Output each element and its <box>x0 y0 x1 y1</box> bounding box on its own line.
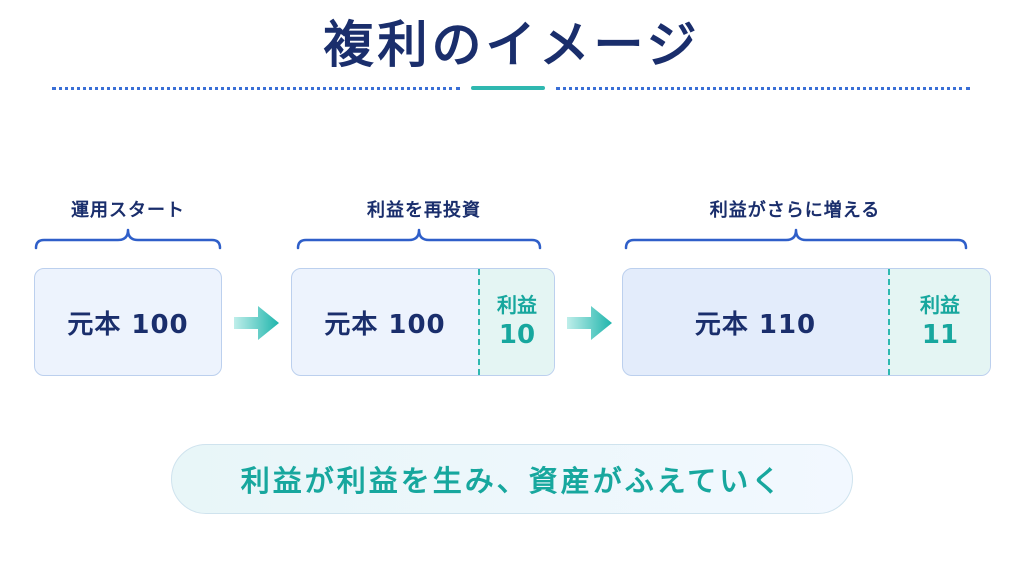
stage-box-start: 元本 100 <box>34 268 222 376</box>
page-title: 複利のイメージ <box>323 16 701 74</box>
right-arrow-icon <box>234 306 279 340</box>
title-accent-bar <box>471 86 545 90</box>
stage-label-grow: 利益がさらに増える <box>709 200 881 221</box>
profit-value: 11 <box>921 320 959 350</box>
principal-amount: 元本 110 <box>694 309 817 340</box>
dotted-divider-left <box>52 87 460 90</box>
stage-box-reinvest: 元本 100 利益 10 <box>291 268 555 376</box>
stage-box-grow: 元本 110 利益 11 <box>622 268 991 376</box>
profit-value: 10 <box>498 320 536 350</box>
profit-segment: 利益 11 <box>888 269 990 375</box>
stage-label-start: 運用スタート <box>71 200 185 221</box>
conclusion-banner: 利益が利益を生み、資産がふえていく <box>171 444 853 514</box>
dotted-divider-right <box>556 87 970 90</box>
curly-brace-icon <box>34 228 222 250</box>
right-arrow-icon <box>567 306 612 340</box>
curly-brace-icon <box>624 228 968 250</box>
profit-segment: 利益 10 <box>478 269 554 375</box>
principal-amount: 元本 100 <box>324 309 446 340</box>
curly-brace-icon <box>296 228 542 250</box>
profit-label: 利益 <box>497 293 537 317</box>
profit-label: 利益 <box>920 293 960 317</box>
principal-amount: 元本 100 <box>67 309 189 340</box>
conclusion-text: 利益が利益を生み、資産がふえていく <box>240 464 784 498</box>
stage-label-reinvest: 利益を再投資 <box>367 200 481 221</box>
